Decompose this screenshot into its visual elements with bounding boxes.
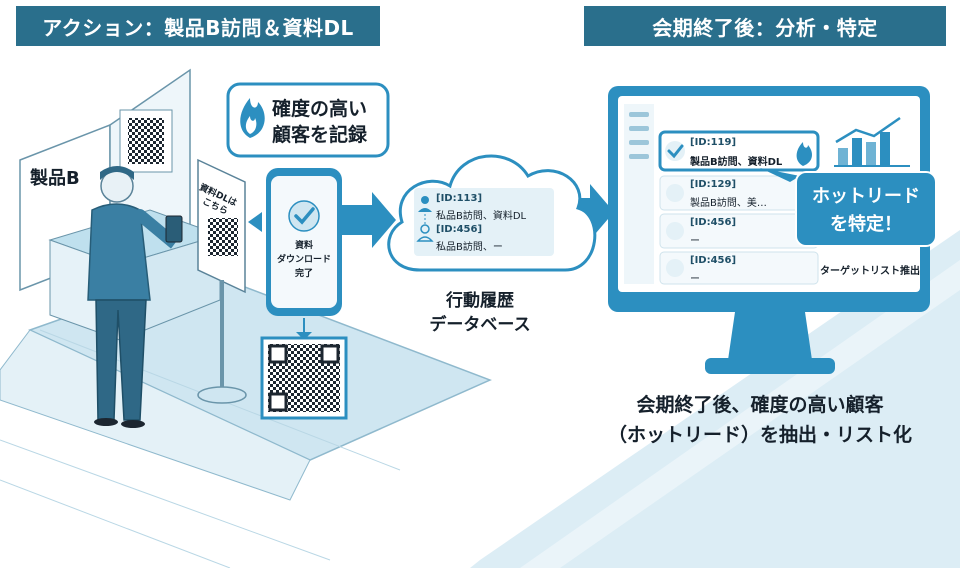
monitor-row-2-action: 製品B訪問、美… (690, 198, 767, 209)
monitor-row-1-id: [ID:119] (690, 137, 737, 148)
monitor-row-4-id: [ID:456] (690, 255, 737, 266)
hot-lead-line1: ホットリード (812, 186, 920, 207)
background-stripe (470, 230, 960, 568)
user-icon (416, 224, 434, 242)
phone-text-line1: 資料 (294, 241, 313, 251)
cloud-record-2-id: [ID:456] (436, 224, 483, 235)
right-banner: 会期終了後：分析・特定 (584, 6, 946, 46)
hot-lead-line2: を特定！ (830, 214, 902, 235)
bottom-qr-code (260, 336, 348, 420)
check-circle-icon (665, 141, 685, 161)
bar-chart-icon (832, 116, 912, 170)
monitor-row-3-id: [ID:456] (690, 217, 737, 228)
callout-high-line1: 確度の高い (272, 98, 368, 120)
monitor-row-1-action: 製品B訪問、資料DL (690, 157, 783, 168)
cloud-record-1-id: [ID:113] (436, 193, 483, 204)
cloud-record-1-action: 私品B訪問、資料DL (436, 211, 527, 222)
bottom-caption-line1: 会期終了後、確度の高い顧客 (636, 394, 884, 416)
phone-text-line2: ダウンロード (276, 255, 331, 265)
phone-text-line3: 完了 (294, 269, 313, 279)
monitor-row-3-action: ー (690, 236, 700, 247)
cloud-record-2-action: 私品B訪問、ー (436, 242, 503, 253)
cloud-database (387, 154, 597, 272)
visitor-person (87, 166, 183, 428)
document-stand (197, 158, 247, 404)
booth-label: 製品B (30, 168, 80, 189)
left-banner: アクション：製品B訪問＆資料DL (16, 6, 380, 46)
check-circle-icon (288, 200, 320, 232)
bottom-caption-line2: （ホットリード）を抽出・リスト化 (607, 424, 912, 446)
wall-qr-code (128, 118, 164, 164)
smartphone (266, 168, 342, 340)
hot-lead-callout (760, 168, 937, 247)
monitor-row-4-action: ー (690, 274, 700, 285)
callout-high-line2: 顧客を記録 (272, 124, 368, 146)
user-icon (418, 196, 432, 212)
cloud-caption-line2: データベース (429, 315, 531, 335)
flame-icon (796, 142, 813, 166)
target-list-label: ターゲットリスト推出 (820, 266, 920, 277)
background-stripe-edge (520, 260, 960, 568)
monitor-row-2-id: [ID:129] (690, 179, 737, 190)
monitor (608, 86, 937, 374)
high-confidence-callout (226, 82, 390, 158)
cloud-caption-line1: 行動履歴 (446, 291, 514, 311)
